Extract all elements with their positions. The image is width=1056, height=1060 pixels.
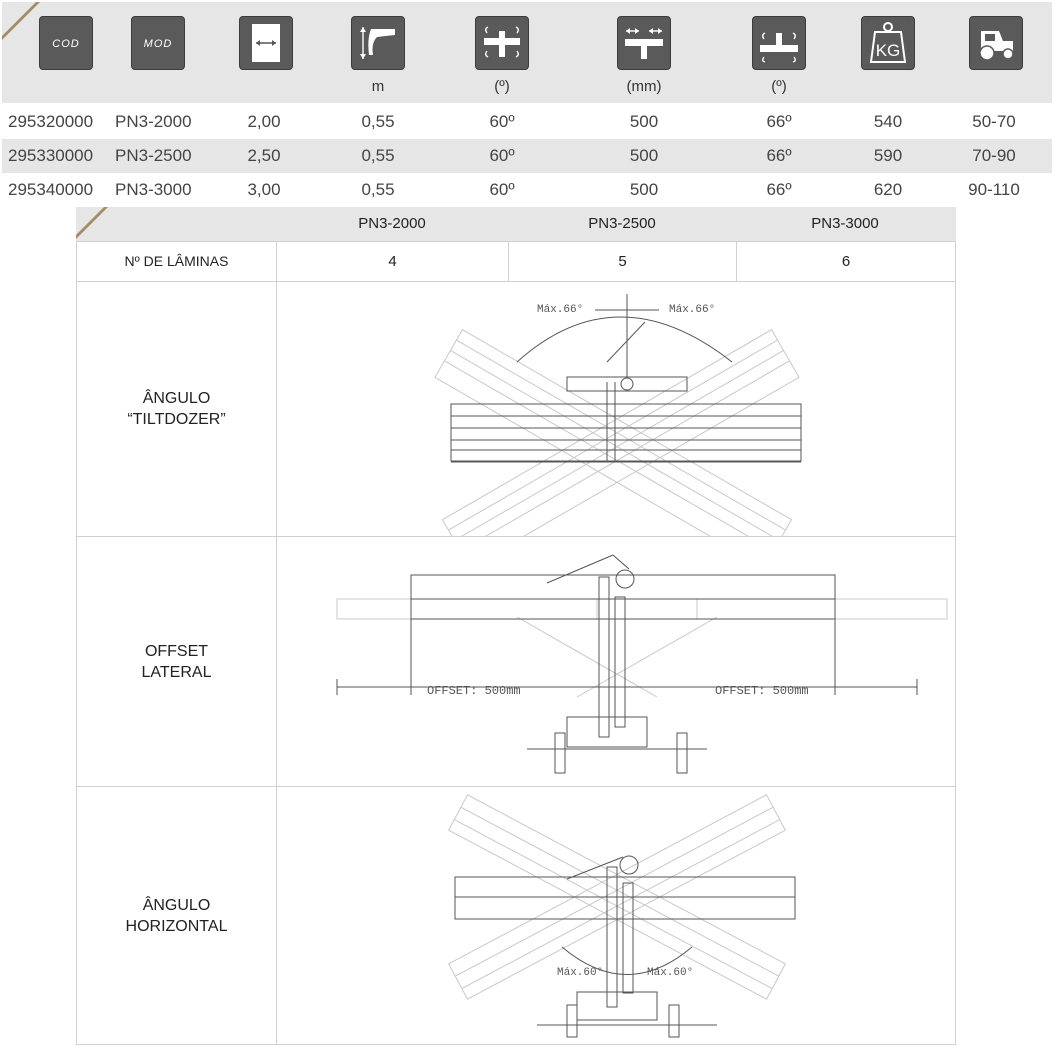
cell-height: 0,55 [361, 146, 395, 165]
horizontal-annotation-left: Máx.60° [557, 967, 603, 979]
cell-horizontal: 66º [766, 146, 792, 165]
cod-icon: COD [39, 16, 93, 70]
offset-label-line2: LATERAL [141, 663, 212, 681]
corner-accent [76, 207, 108, 239]
table-row: 295340000 PN3-3000 3,00 0,55 60º 500 66º… [2, 173, 1052, 207]
tilt-annotation-left: Máx.66° [537, 304, 583, 316]
spec-table-header: COD MOD m (º) (mm) (º [2, 2, 1052, 103]
blade-height-icon [351, 16, 405, 70]
offset-annotation-right: OFFSET: 500mm [715, 684, 809, 698]
cell-code: 295330000 [8, 146, 94, 165]
cell-offset: 500 [629, 180, 659, 199]
cell-height: 0,55 [361, 112, 395, 131]
tilt-drawing-cell: Máx.66° Máx.66° [276, 281, 956, 537]
mod-icon-text: MOD [144, 38, 173, 50]
table-row: 295330000 PN3-2500 2,50 0,55 60º 500 66º… [2, 139, 1052, 173]
cell-model: PN3-3000 [115, 180, 192, 199]
cell-model: PN3-2500 [115, 146, 192, 165]
col-blade-height: m [345, 16, 411, 96]
cell-width: 2,50 [247, 146, 281, 165]
col-cod: COD [33, 16, 99, 96]
tilt-annotation-right: Máx.66° [669, 304, 715, 316]
cell-weight: 540 [873, 112, 903, 131]
cell-code: 295340000 [8, 180, 94, 199]
col-tractor [963, 16, 1029, 96]
unit-label [233, 78, 299, 96]
col-horizontal: (º) [746, 16, 812, 96]
tilt-label-line1: ÂNGULO [142, 390, 211, 407]
width-icon [239, 16, 293, 70]
horizontal-annotation-right: Máx.60° [647, 967, 693, 979]
cell-weight: 620 [873, 180, 903, 199]
unit-label [855, 78, 921, 96]
offset-drawing-cell: OFFSET: 500mm OFFSET: 500mm [276, 536, 956, 787]
unit-label [963, 78, 1029, 96]
col-mod: MOD [125, 16, 191, 96]
weight-kg-icon: KG [861, 16, 915, 70]
tilt-angle-icon [475, 16, 529, 70]
cell-code: 295320000 [8, 112, 94, 131]
mod-icon: MOD [131, 16, 185, 70]
offset-icon [617, 16, 671, 70]
offset-drawing: OFFSET: 500mm OFFSET: 500mm [336, 554, 948, 774]
cell-horizontal: 66º [766, 112, 792, 131]
cell-horizontal: 66º [766, 180, 792, 199]
model-header: PN3-3000 [811, 215, 879, 232]
col-weight: KG [855, 16, 921, 96]
unit-label [125, 78, 191, 96]
unit-label [33, 78, 99, 96]
horizontal-label-line1: ÂNGULO [142, 896, 211, 914]
cell-power: 90-110 [968, 180, 1020, 199]
cod-icon-text: COD [52, 38, 79, 50]
col-offset: (mm) [611, 16, 677, 96]
horizontal-angle-icon [752, 16, 806, 70]
cell-offset: 500 [629, 112, 659, 131]
cell-weight: 590 [873, 146, 903, 165]
cell-power: 70-90 [972, 146, 1016, 165]
offset-label: OFFSET LATERAL [76, 536, 277, 787]
horizontal-label-line2: HORIZONTAL [125, 917, 228, 935]
cell-width: 2,00 [247, 112, 281, 131]
model-header: PN3-2500 [588, 215, 656, 232]
horizontal-drawing: Máx.60° Máx.60° [448, 794, 796, 1038]
tractor-icon [969, 16, 1023, 70]
cell-height: 0,55 [361, 180, 395, 199]
cell-offset: 500 [629, 146, 659, 165]
cell-tilt: 60º [489, 146, 515, 165]
tilt-label: ÂNGULO “TILTDOZER” [76, 281, 277, 537]
cell-tilt: 60º [489, 180, 515, 199]
offset-annotation-left: OFFSET: 500mm [427, 684, 521, 698]
model-header: PN3-2000 [358, 215, 426, 232]
unit-label: m [371, 78, 385, 95]
corner-accent [2, 2, 40, 40]
horizontal-drawing-cell: Máx.60° Máx.60° [276, 786, 956, 1045]
blades-value: 5 [508, 241, 737, 282]
blades-value: 6 [736, 241, 956, 282]
col-width [233, 16, 299, 96]
blades-label: Nº DE LÂMINAS [76, 241, 277, 282]
cell-width: 3,00 [247, 180, 281, 199]
offset-label-line1: OFFSET [144, 642, 209, 660]
feature-table: PN3-2000 PN3-2500 PN3-3000 Nº DE LÂMINAS… [76, 207, 956, 1045]
tilt-drawing: Máx.66° Máx.66° [434, 294, 802, 536]
cell-power: 50-70 [972, 112, 1016, 131]
cell-model: PN3-2000 [115, 112, 192, 131]
cell-tilt: 60º [489, 112, 515, 131]
weight-icon-text: KG [876, 41, 901, 60]
unit-label: (º) [771, 78, 787, 95]
unit-label: (º) [494, 78, 510, 95]
col-tilt: (º) [469, 16, 535, 96]
table-row: 295320000 PN3-2000 2,00 0,55 60º 500 66º… [2, 105, 1052, 139]
horizontal-label: ÂNGULO HORIZONTAL [76, 786, 277, 1045]
blades-value: 4 [276, 241, 509, 282]
unit-label: (mm) [626, 78, 662, 95]
feature-table-header: PN3-2000 PN3-2500 PN3-3000 [76, 207, 956, 241]
tilt-label-line2: “TILTDOZER” [127, 411, 226, 428]
